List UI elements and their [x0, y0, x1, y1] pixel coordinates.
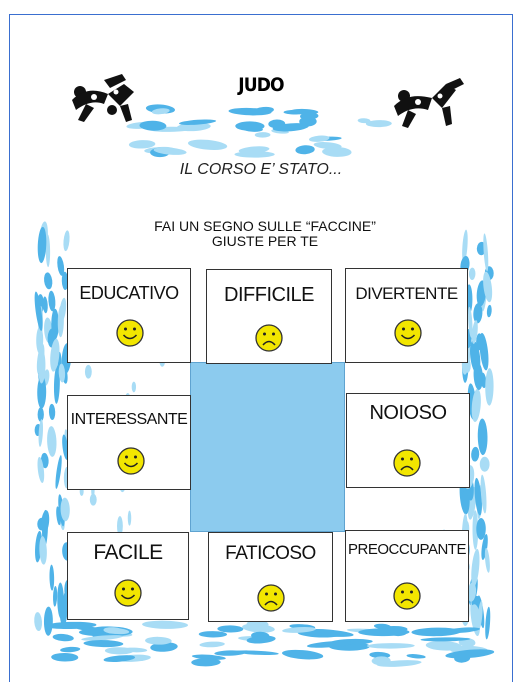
card-preoccupante[interactable]: PREOCCUPANTE [345, 530, 469, 622]
card-educativo[interactable]: EDUCATIVO [67, 268, 191, 363]
smiley-sad-icon [393, 449, 421, 477]
smiley-happy-icon [117, 447, 145, 475]
page-subtitle: IL CORSO E’ STATO... [179, 161, 343, 178]
instructions: FAI UN SEGNO SULLE “FACCINE” GIUSTE PER … [100, 219, 430, 249]
instructions-line-2: GIUSTE PER TE [211, 233, 319, 249]
card-faticoso[interactable]: FATICOSO [208, 532, 333, 622]
card-interessante[interactable]: INTERESSANTE [67, 395, 191, 490]
smiley-sad-icon [393, 582, 421, 610]
card-divertente[interactable]: DIVERTENTE [345, 268, 468, 363]
smiley-happy-icon [394, 319, 422, 347]
judo-throw-icon-left [72, 74, 134, 122]
card-difficile[interactable]: DIFFICILE [206, 269, 332, 364]
smiley-sad-icon [255, 324, 283, 352]
smiley-sad-icon [257, 584, 285, 612]
card-label: NOIOSO [369, 402, 447, 424]
center-square [190, 362, 345, 532]
card-noioso[interactable]: NOIOSO [346, 393, 470, 488]
instructions-line-1: FAI UN SEGNO SULLE “FACCINE” [154, 218, 376, 234]
card-label: EDUCATIVO [79, 283, 179, 303]
card-label: DIVERTENTE [355, 284, 458, 303]
smiley-happy-icon [116, 319, 144, 347]
card-facile[interactable]: FACILE [67, 532, 189, 620]
card-label: FATICOSO [225, 543, 316, 564]
card-label: PREOCCUPANTE [348, 541, 466, 558]
card-label: FACILE [93, 541, 163, 564]
card-label: INTERESSANTE [70, 411, 188, 428]
page-frame [9, 14, 513, 682]
judo-throw-icon-right [394, 78, 464, 128]
card-label: DIFFICILE [224, 284, 314, 306]
smiley-happy-icon [114, 579, 142, 607]
page-title: JUDO [238, 74, 284, 96]
